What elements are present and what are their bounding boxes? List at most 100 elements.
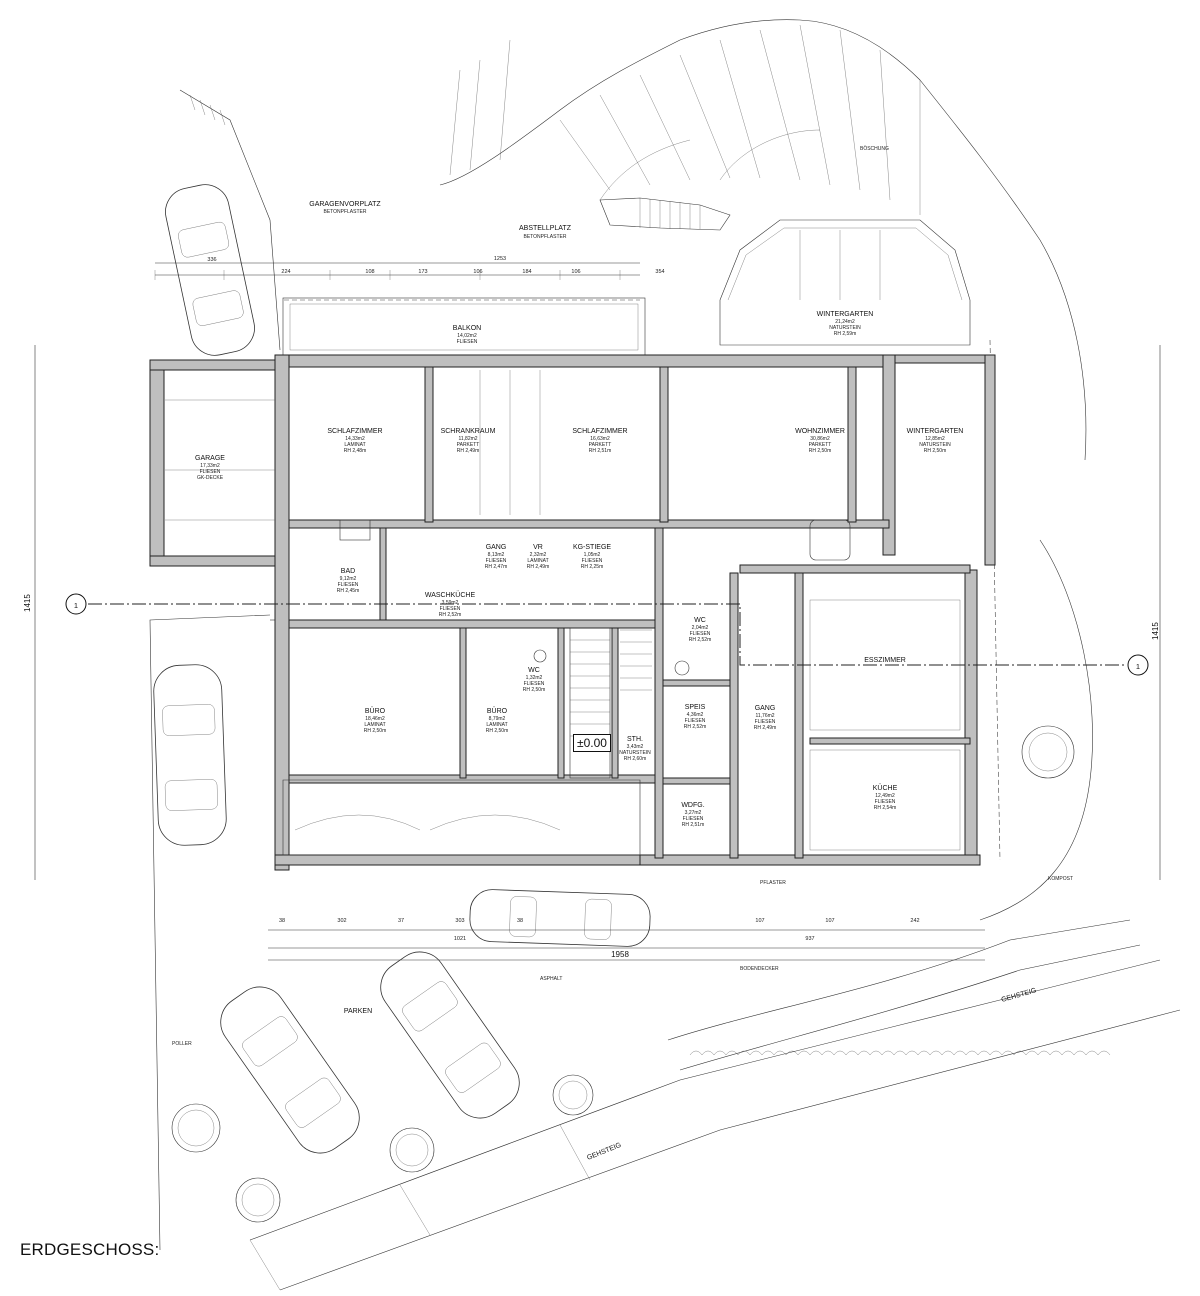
top-dim-4: 106: [473, 269, 482, 275]
top-dim-5: 184: [522, 269, 531, 275]
bad-height: RH 2,45m: [337, 588, 360, 594]
buero-1-finish: LAMINAT: [364, 722, 385, 728]
wintergarten-top-height: RH 2,59m: [834, 331, 857, 337]
schlafzimmer-2-name: SCHLAFZIMMER: [572, 428, 627, 435]
balkon-area: 14,02m2: [457, 333, 477, 339]
parked-cars: [153, 184, 651, 1154]
waschkueche-finish: FLIESEN: [440, 606, 461, 612]
bottom-total-left: 1021: [454, 936, 466, 942]
sth-name: STH.: [627, 736, 643, 743]
kueche-name: KÜCHE: [873, 784, 898, 792]
bottom-total-right: 937: [805, 936, 814, 942]
top-dim-6: 106: [571, 269, 580, 275]
wintergarten-top-area: 21,24m2: [835, 319, 855, 325]
sth-finish: NATURSTEIN: [619, 750, 651, 756]
bottom-dim-4: 38: [517, 918, 523, 924]
esszimmer-name: ESSZIMMER: [864, 657, 906, 664]
gang-2-area: 11,76m2: [755, 713, 774, 719]
axis-label-left: 1: [74, 601, 78, 610]
balkon-finish: FLIESEN: [457, 339, 478, 345]
schlafzimmer-2-height: RH 2,51m: [589, 448, 612, 454]
wintergarten-right-height: RH 2,50m: [924, 448, 947, 454]
sth-height: RH 2,60m: [624, 756, 647, 762]
buero-2-area: 8,79m2: [489, 716, 506, 722]
schlafzimmer-1-height: RH 2,48m: [344, 448, 367, 454]
waschkueche-name: WASCHKÜCHE: [425, 591, 476, 599]
vr-area: 2,32m2: [530, 552, 547, 558]
dimension-lines: [34, 262, 1161, 961]
floor-title: ERDGESCHOSS:: [20, 1240, 160, 1259]
schlafzimmer-1-name: SCHLAFZIMMER: [327, 428, 382, 435]
gehsteig-label-1: GEHSTEIG: [1001, 987, 1038, 1004]
wc-2-name: WC: [694, 617, 706, 624]
waschkueche-height: RH 2,52m: [439, 612, 462, 618]
schrankraum-finish: PARKETT: [457, 442, 480, 448]
bottom-dim-7: 242: [910, 918, 919, 924]
buero-2-finish: LAMINAT: [486, 722, 507, 728]
abstellplatz-label: ABSTELLPLATZ: [519, 225, 572, 232]
speis-area: 4,36m2: [687, 712, 704, 718]
buero-1-height: RH 2,50m: [364, 728, 387, 734]
garage-name: GARAGE: [195, 455, 225, 462]
wc-2-height: RH 2,52m: [689, 637, 712, 643]
bottom-dim-1: 302: [337, 918, 346, 924]
wc-1-height: RH 2,50m: [523, 687, 546, 693]
schlafzimmer-1-area: 14,33m2: [345, 436, 365, 442]
schlafzimmer-1-finish: LAMINAT: [344, 442, 365, 448]
top-dim-3: 173: [418, 269, 427, 275]
bad-name: BAD: [341, 568, 355, 575]
speis-name: SPEIS: [685, 704, 706, 711]
buero-2-height: RH 2,50m: [486, 728, 509, 734]
garagenvorplatz-label: GARAGENVORPLATZ: [309, 201, 381, 208]
waschkueche-area: 3,59m2: [442, 600, 459, 606]
wc-1-area: 1,32m2: [526, 675, 543, 681]
schrankraum-height: RH 2,49m: [457, 448, 480, 454]
gang-2-finish: FLIESEN: [755, 719, 776, 725]
gang-1-height: RH 2,47m: [485, 564, 508, 570]
wdfg-finish: FLIESEN: [683, 816, 704, 822]
garage-height: GK-DECKE: [197, 475, 224, 481]
kueche-finish: FLIESEN: [875, 799, 896, 805]
wintergarten-top-name: WINTERGARTEN: [817, 311, 874, 318]
balkon-name: BALKON: [453, 325, 481, 332]
wc-1-finish: FLIESEN: [524, 681, 545, 687]
kg-stiege-area: 1,05m2: [584, 552, 601, 558]
boeschung-label: BÖSCHUNG: [860, 145, 889, 152]
pflaster-label: PFLASTER: [760, 880, 786, 886]
gang-2-name: GANG: [755, 705, 776, 712]
wintergarten-right-area: 12,85m2: [925, 436, 945, 442]
kg-stiege-finish: FLIESEN: [582, 558, 603, 564]
top-dim-0: 336: [207, 257, 216, 263]
wc-2-finish: FLIESEN: [690, 631, 711, 637]
level-marker: ±0.00: [573, 734, 611, 752]
wdfg-height: RH 2,51m: [682, 822, 705, 828]
bottom-dim-6: 107: [825, 918, 834, 924]
site-labels: GARAGENVORPLATZ BETONPFLASTER ABSTELLPLA…: [172, 145, 1073, 1162]
kueche-height: RH 2,54m: [874, 805, 897, 811]
section-axis: 1 1: [65, 593, 1149, 676]
axis-label-right: 1: [1136, 662, 1140, 671]
site-context: [149, 19, 1181, 1291]
bottom-dim-5: 107: [755, 918, 764, 924]
buero-1-area: 18,46m2: [365, 716, 385, 722]
bottom-dim-3: 303: [455, 918, 464, 924]
vr-height: RH 2,49m: [527, 564, 550, 570]
bodendecker-label: BODENDECKER: [740, 966, 779, 972]
wintergarden-top-outline: [719, 219, 971, 346]
schrankraum-area: 11,82m2: [458, 436, 477, 442]
gang-1-finish: FLIESEN: [486, 558, 507, 564]
bad-finish: FLIESEN: [338, 582, 359, 588]
garage-area: 17,33m2: [200, 463, 220, 469]
trees: [171, 725, 1075, 1223]
wc-2-area: 2,04m2: [692, 625, 709, 631]
kg-stiege-name: KG-STIEGE: [573, 544, 611, 551]
kompost-label: KOMPOST: [1048, 876, 1073, 882]
top-dim-2: 108: [365, 269, 374, 275]
kg-stiege-height: RH 2,25m: [581, 564, 604, 570]
buero-2-name: BÜRO: [487, 707, 508, 715]
vr-finish: LAMINAT: [527, 558, 548, 564]
gehsteig-label-2: GEHSTEIG: [586, 1142, 622, 1162]
top-total-label: 1253: [494, 256, 506, 262]
top-dim-7: 354: [655, 269, 664, 275]
